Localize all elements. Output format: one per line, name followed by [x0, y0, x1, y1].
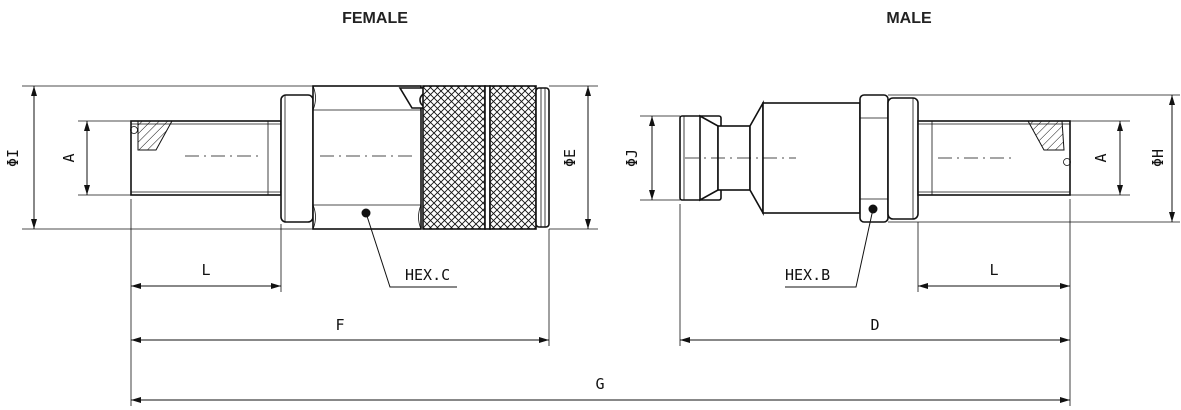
- label-a-male: A: [1092, 153, 1110, 162]
- female-hex-body: [312, 85, 422, 230]
- label-hex-b: HEX.B: [785, 266, 830, 284]
- label-dia-h: ΦH: [1149, 149, 1167, 167]
- female-coupling: [130, 85, 550, 288]
- female-title: FEMALE: [342, 10, 408, 27]
- label-hex-c: HEX.C: [405, 266, 450, 284]
- overall-dimension: G: [131, 375, 1070, 403]
- label-d: D: [870, 316, 879, 334]
- male-labels: ΦJ A ΦH HEX.B L D: [623, 149, 1167, 334]
- label-dia-e: ΦE: [561, 149, 579, 167]
- label-l-female: L: [201, 261, 210, 279]
- male-title: MALE: [886, 10, 932, 27]
- male-dimensions: [640, 94, 1180, 406]
- female-knurl-2: [489, 85, 537, 230]
- female-dimensions: [22, 85, 598, 406]
- female-labels: ΦI A ΦE HEX.C L F: [4, 149, 579, 334]
- label-g: G: [595, 375, 604, 393]
- label-f: F: [335, 316, 344, 334]
- label-a-female: A: [60, 153, 78, 162]
- male-body: [762, 102, 861, 214]
- female-knurl-1: [422, 85, 486, 230]
- label-dia-j: ΦJ: [623, 149, 641, 167]
- male-hex: [859, 94, 889, 223]
- label-l-male: L: [989, 261, 998, 279]
- male-coupling: [679, 94, 1071, 288]
- label-dia-i: ΦI: [4, 149, 22, 167]
